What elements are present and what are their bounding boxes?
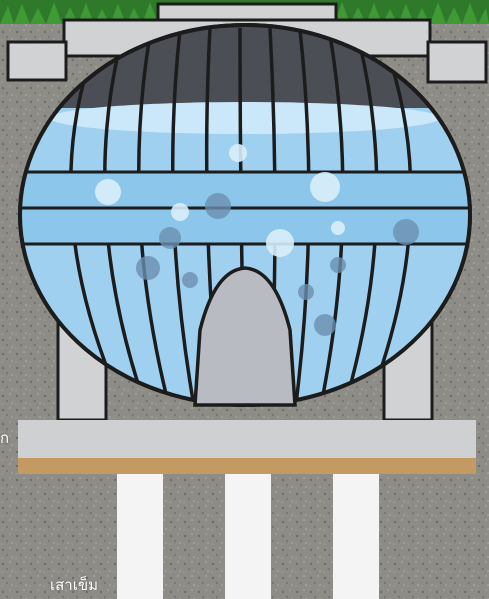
pile-3 (333, 474, 379, 599)
pile-label: เสาเข็ม (50, 573, 98, 597)
piles (117, 474, 379, 599)
pile-2 (225, 474, 271, 599)
pile-1 (117, 474, 163, 599)
soil-layer (18, 458, 476, 474)
base-label: ก (0, 426, 9, 450)
concrete-slab (18, 420, 476, 458)
